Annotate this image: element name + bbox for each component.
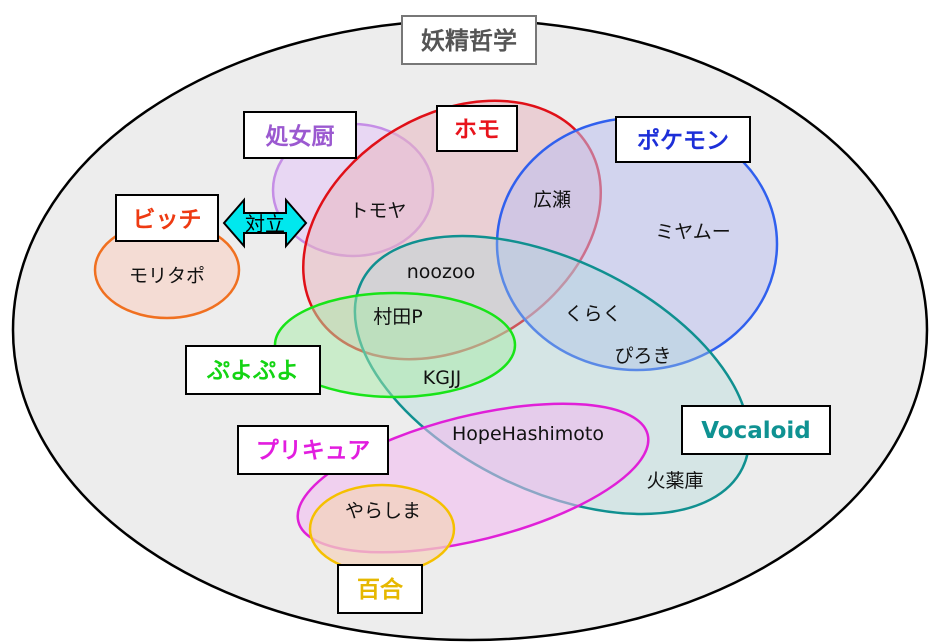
bitch-label-box: ビッチ (115, 194, 219, 242)
homo-label: ホモ (454, 117, 500, 143)
yuri-set-ellipse (308, 483, 456, 575)
member-hopehashimoto: HopeHashimoto (452, 423, 604, 445)
puyopuyo-label-box: ぷよぷよ (185, 345, 321, 395)
vocaloid-label: Vocaloid (701, 418, 811, 444)
diagram-title: 妖精哲学 (421, 27, 517, 55)
precure-label-box: プリキュア (237, 425, 389, 475)
yuri-label: 百合 (357, 576, 404, 603)
member-yarashima: やらしま (345, 500, 421, 522)
opposition-arrow: 対立 (222, 197, 308, 249)
title-box: 妖精哲学 (401, 15, 537, 65)
member-tomoya: トモヤ (349, 200, 406, 222)
opposition-label: 対立 (245, 212, 285, 236)
bitch-label: ビッチ (133, 207, 202, 233)
member-noozoo: noozoo (407, 261, 476, 283)
member-muratap: 村田P (373, 306, 422, 328)
precure-label: プリキュア (256, 438, 371, 464)
puyopuyo-label: ぷよぷよ (206, 358, 299, 384)
vocaloid-label-box: Vocaloid (681, 405, 831, 455)
shojochu-label: 処女厨 (266, 123, 335, 150)
member-kayakuko: 火薬庫 (646, 470, 703, 492)
member-hirose: 広瀬 (533, 189, 571, 211)
member-miyamu: ミヤムー (655, 221, 730, 243)
pokemon-label: ポケモン (637, 127, 729, 154)
shojochu-label-box: 処女厨 (243, 111, 357, 159)
member-moritapo: モリタポ (129, 265, 205, 287)
member-piroki: ぴろき (614, 345, 671, 367)
member-kuraku: くらく (564, 303, 621, 325)
yuri-label-box: 百合 (337, 564, 423, 614)
pokemon-label-box: ポケモン (615, 116, 751, 163)
member-kgjj: KGJJ (423, 367, 461, 389)
homo-label-box: ホモ (436, 105, 518, 152)
